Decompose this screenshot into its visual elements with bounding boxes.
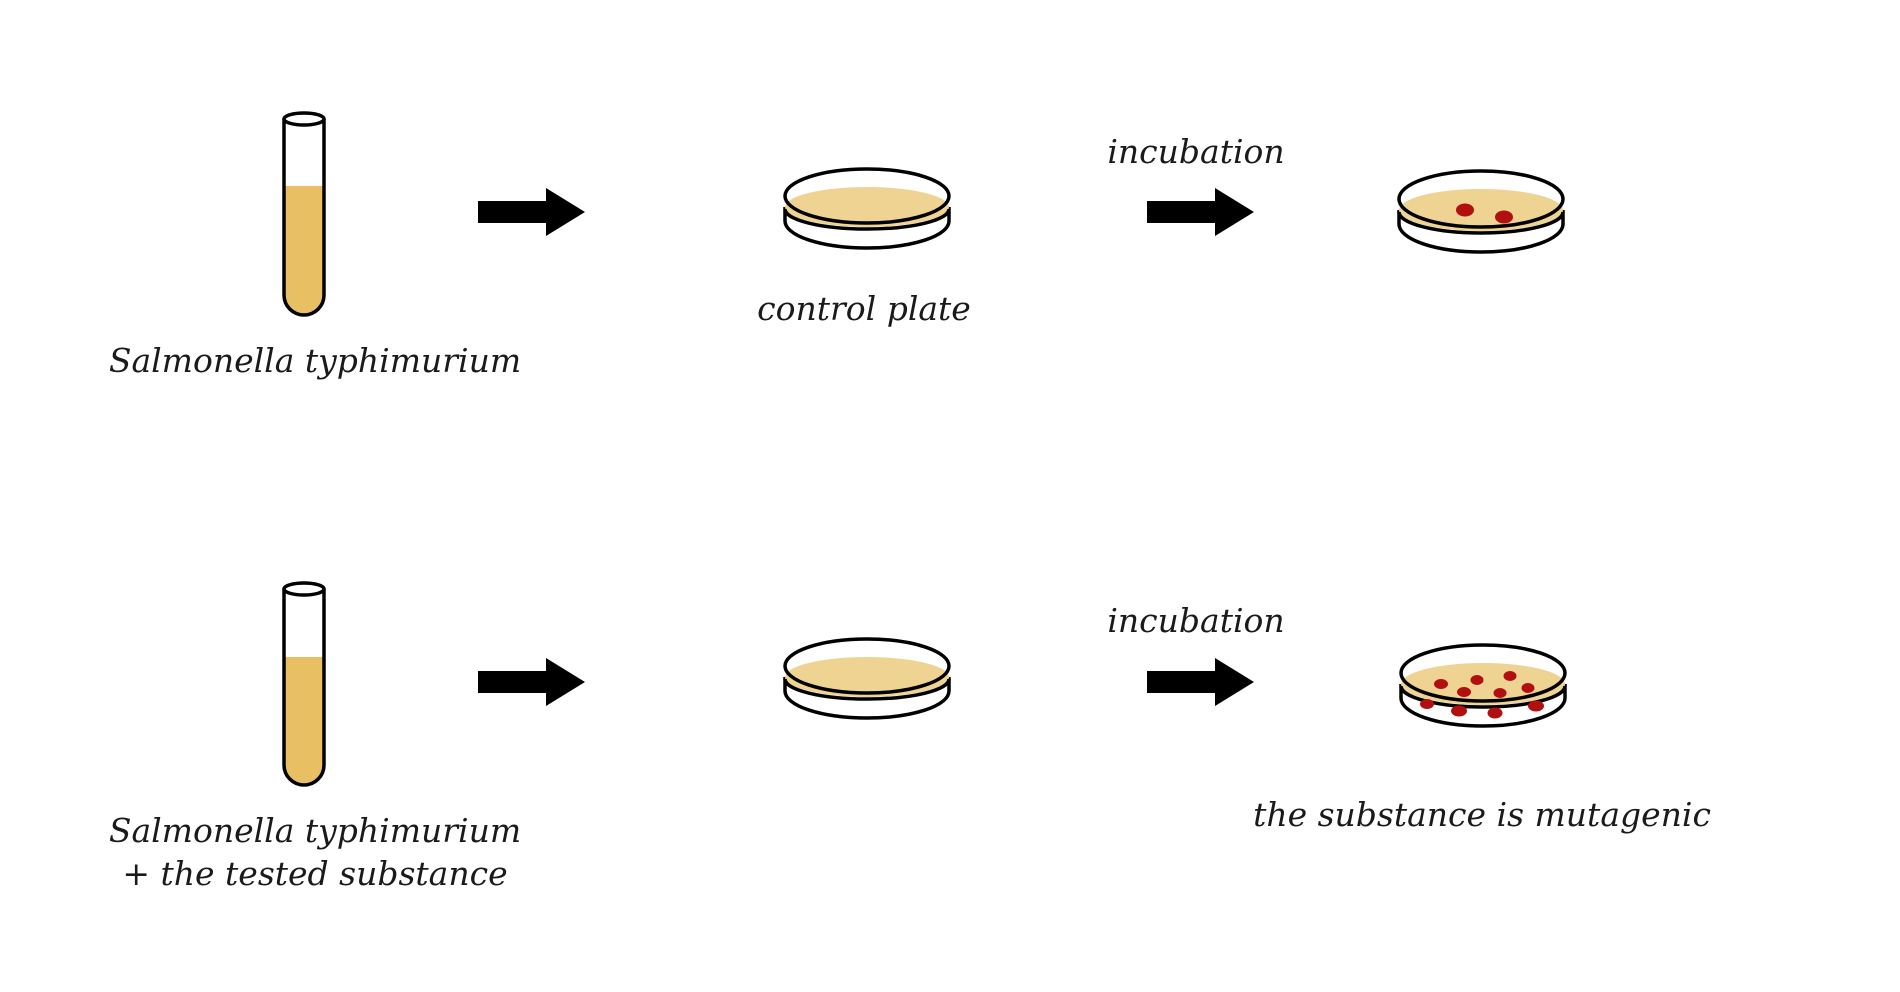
petri-dish-control xyxy=(783,167,951,250)
arrow-label-incubation: incubation xyxy=(1107,601,1284,640)
row-control: Salmonella typhimurium control plate inc… xyxy=(109,111,1565,380)
arrow-right-icon xyxy=(1147,188,1254,236)
colony xyxy=(1521,683,1535,693)
arrow-right-icon xyxy=(478,188,585,236)
colony xyxy=(1493,688,1507,698)
colony xyxy=(1451,705,1467,717)
colony xyxy=(1528,700,1544,712)
colony xyxy=(1470,675,1484,685)
arrow-label-incubation: incubation xyxy=(1107,132,1284,171)
test-tube-control xyxy=(282,111,326,317)
test-tube-substance xyxy=(282,581,326,787)
result-label-mutagenic: the substance is mutagenic xyxy=(1253,795,1711,834)
colony xyxy=(1503,671,1517,681)
colony xyxy=(1457,687,1471,697)
colony xyxy=(1420,699,1434,709)
row-tested-substance: Salmonella typhimurium + the tested subs… xyxy=(109,581,1711,893)
tube-label-substance-line2: + the tested substance xyxy=(122,854,507,893)
colony xyxy=(1434,679,1448,689)
petri-dish-result-control xyxy=(1397,169,1565,254)
colony xyxy=(1487,707,1503,719)
arrow-right-icon xyxy=(478,658,585,706)
arrow-right-icon xyxy=(1147,658,1254,706)
petri-dish-substance xyxy=(783,637,951,720)
plate-label-control: control plate xyxy=(757,289,971,328)
tube-label-control: Salmonella typhimurium xyxy=(109,341,521,380)
tube-label-substance-line1: Salmonella typhimurium xyxy=(109,811,521,850)
colony xyxy=(1456,203,1474,217)
colony xyxy=(1495,210,1513,224)
petri-dish-result-substance xyxy=(1399,643,1567,728)
